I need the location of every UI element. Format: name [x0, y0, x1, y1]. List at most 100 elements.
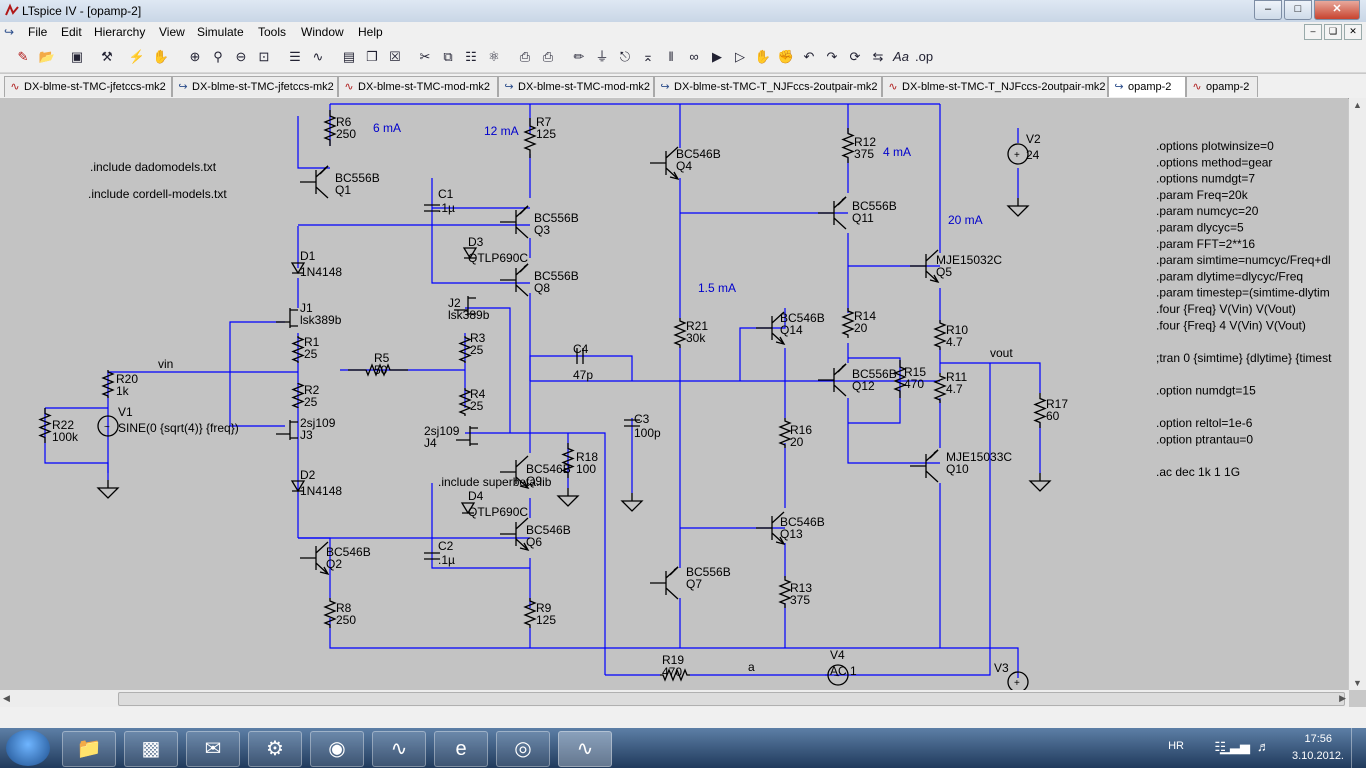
copy-icon[interactable]: ⧉ [443, 49, 453, 64]
current-annotation-3[interactable]: 20 mA [948, 213, 983, 227]
ref-R14[interactable]: R14 [854, 309, 876, 323]
transistor-Q9[interactable] [500, 455, 529, 489]
ref-R11[interactable]: R11 [946, 370, 967, 384]
menu-help[interactable]: Help [358, 25, 383, 39]
schematic-drawing[interactable]: ~+~+ BC556BQ1R6250R7125C1.1µD3QTLP690CBC… [0, 98, 1348, 690]
value-Q3[interactable]: BC556B [534, 211, 579, 225]
current-annotation-4[interactable]: 1.5 mA [698, 281, 736, 295]
jfet-J1[interactable] [276, 308, 298, 328]
ref-C1[interactable]: C1 [438, 187, 454, 201]
current-annotation-2[interactable]: 4 mA [883, 145, 911, 159]
ref-Q2[interactable]: Q2 [326, 557, 342, 571]
sim-directive-17[interactable]: .option reltol=1e-6 [1156, 416, 1253, 430]
run-icon[interactable]: ⚡ [128, 49, 146, 64]
value-J4[interactable]: 2sj109 [424, 424, 460, 438]
autorange-icon[interactable]: ☰ [289, 49, 301, 64]
sim-directive-18[interactable]: .option ptrantau=0 [1156, 432, 1253, 446]
ref-D3[interactable]: D3 [468, 235, 484, 249]
network-icon[interactable]: ☷ [1214, 739, 1226, 754]
capacitor-icon[interactable]: ‖ [668, 49, 674, 64]
control-panel-icon[interactable]: ⚒ [101, 49, 113, 64]
value-J2[interactable]: lsk389b [448, 308, 490, 322]
find-icon[interactable]: ⚛ [488, 49, 500, 64]
open-schematic-icon[interactable]: ✎ [17, 49, 29, 64]
scroll-left-icon[interactable]: ◀ [3, 693, 10, 703]
value-R1[interactable]: 25 [304, 347, 318, 361]
move-icon[interactable]: ✋ [754, 49, 772, 64]
capacitor-C3[interactable] [624, 419, 640, 427]
value-Q2[interactable]: BC546B [326, 545, 371, 559]
voltage-source-V3[interactable] [1007, 671, 1029, 690]
value-R13[interactable]: 375 [790, 593, 810, 607]
tab-5[interactable]: ↪DX-blme-st-TMC-T_NJFccs-2outpair-mk2 [654, 76, 882, 97]
value-Q12[interactable]: BC556B [852, 367, 897, 381]
halt-icon[interactable]: ✋ [152, 49, 170, 64]
ref-Q14[interactable]: Q14 [780, 323, 803, 337]
sim-directive-13[interactable]: ;tran 0 {simtime} {dlytime} {timest [1156, 351, 1332, 365]
value-R19[interactable]: 470 [662, 665, 682, 679]
transistor-Q1[interactable] [300, 165, 329, 199]
current-annotation-1[interactable]: 12 mA [484, 124, 519, 138]
sim-directive-20[interactable]: .ac dec 1k 1 1G [1156, 465, 1240, 479]
capacitor-C2[interactable] [424, 552, 440, 560]
ref-R22[interactable]: R22 [52, 418, 74, 432]
doc-close-button[interactable]: ✕ [1344, 24, 1362, 40]
resistor-R9[interactable] [523, 598, 537, 628]
menu-view[interactable]: View [159, 25, 185, 39]
ref-C4[interactable]: C4 [573, 342, 589, 356]
capacitor-C4[interactable] [576, 348, 584, 364]
redo-icon[interactable]: ↷ [826, 49, 838, 64]
resistor-R12[interactable] [841, 128, 855, 163]
resistor-R8[interactable] [323, 598, 337, 628]
value-Q8[interactable]: BC556B [534, 269, 579, 283]
net-label-vin[interactable]: vin [158, 357, 173, 371]
value-J1[interactable]: lsk389b [300, 313, 342, 327]
scroll-up-icon[interactable]: ▲ [1353, 100, 1362, 110]
sim-directive-8[interactable]: .param dlytime=dlycyc/Freq [1156, 269, 1303, 283]
value-V4[interactable]: AC 1 [830, 664, 857, 678]
sim-directive-15[interactable]: .option numdgt=15 [1156, 384, 1256, 398]
rotate-icon[interactable]: ⟳ [849, 49, 861, 64]
value-R8[interactable]: 250 [336, 613, 356, 627]
jfet-J4[interactable] [456, 426, 478, 446]
ref-Q9[interactable]: Q9 [526, 474, 542, 488]
resistor-R6[interactable] [323, 110, 337, 146]
value-Q1[interactable]: BC556B [335, 171, 380, 185]
value-R2[interactable]: 25 [304, 395, 318, 409]
ref-R21[interactable]: R21 [686, 319, 708, 333]
sim-directive-5[interactable]: .param dlycyc=5 [1156, 221, 1244, 235]
menu-file[interactable]: File [28, 25, 48, 39]
voltage-source-V4[interactable] [827, 664, 849, 686]
resistor-R19[interactable] [660, 668, 690, 682]
zoom-in-icon[interactable]: ⊕ [189, 49, 201, 64]
ref-R2[interactable]: R2 [304, 383, 320, 397]
nero-icon[interactable]: ◉ [310, 731, 364, 767]
ref-R18[interactable]: R18 [576, 450, 598, 464]
value-R20[interactable]: 1k [116, 384, 130, 398]
transistor-Q4[interactable] [650, 146, 679, 180]
value-Q13[interactable]: BC546B [780, 515, 825, 529]
ref-Q4[interactable]: Q4 [676, 159, 692, 173]
media-player-icon[interactable]: ◎ [496, 731, 550, 767]
zoom-out-icon[interactable]: ⊖ [235, 49, 247, 64]
net-label-a[interactable]: a [748, 660, 755, 674]
value-R15[interactable]: 470 [904, 377, 924, 391]
ref-D1[interactable]: D1 [300, 249, 316, 263]
transistor-Q11[interactable] [818, 196, 847, 230]
resistor-R7[interactable] [523, 118, 537, 158]
doc-restore-button[interactable]: ❏ [1324, 24, 1342, 40]
label-net-icon[interactable]: ⎋ [619, 49, 631, 64]
value-R6[interactable]: 250 [336, 127, 356, 141]
draw-wire-icon[interactable]: ✏ [573, 49, 585, 64]
sim-directive-2[interactable]: .options numdgt=7 [1156, 172, 1255, 186]
jfet-J3[interactable] [276, 420, 298, 440]
current-annotation-0[interactable]: 6 mA [373, 121, 401, 135]
directive-include-cordell[interactable]: .include cordell-models.txt [88, 187, 227, 201]
resistor-icon[interactable]: ⌅ [642, 49, 654, 64]
resistor-R18[interactable] [561, 443, 575, 478]
value-Q11[interactable]: BC556B [852, 199, 897, 213]
explorer-icon[interactable]: 📁 [62, 731, 116, 767]
value-Q6[interactable]: BC546B [526, 523, 571, 537]
voltage-source-V1[interactable] [97, 415, 119, 437]
print-setup-icon[interactable]: ⎙ [519, 49, 531, 64]
